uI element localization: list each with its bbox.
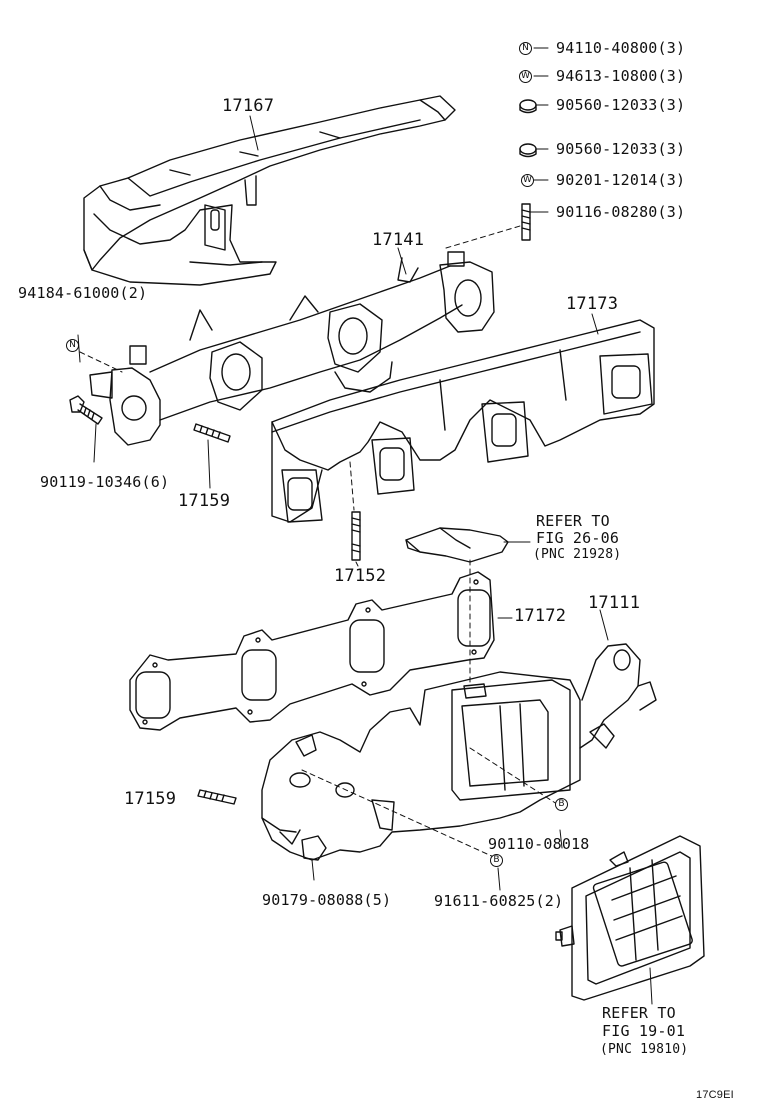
refer-2-line2: FIG 19-01	[602, 1022, 686, 1040]
legend-part-94110: 94110-40800(3)	[556, 39, 686, 57]
dashed-assembly-lines	[79, 225, 561, 859]
legend-symbol-w: W	[519, 70, 532, 83]
figure-code: 17C9EI	[696, 1089, 734, 1101]
part-label-17173: 17173	[566, 294, 619, 314]
part-label-17141: 17141	[372, 230, 425, 250]
part-label-91611: 91611-60825(2)	[434, 892, 564, 910]
stud-17152-drawing	[351, 511, 361, 561]
symbol-b-90110: B	[555, 798, 568, 811]
heat-insulator-17173-drawing	[271, 319, 655, 523]
part-label-17152: 17152	[334, 566, 387, 586]
part-label-90179: 90179-08088(5)	[262, 891, 392, 909]
legend-symbol-w2: W	[521, 174, 534, 187]
stud-90116-drawing	[521, 203, 531, 241]
stud-17159-lower-drawing	[197, 789, 237, 805]
refer-1-line3: (PNC 21928)	[533, 547, 622, 562]
part-label-17159-upper: 17159	[178, 491, 231, 511]
refer-2-line3: (PNC 19810)	[600, 1042, 689, 1057]
bracket-pnc21928-drawing	[405, 527, 509, 563]
exhaust-manifold-17141-drawing	[89, 251, 495, 446]
gasket-17172-drawing	[129, 571, 495, 731]
legend-part-90116: 90116-08280(3)	[556, 203, 686, 221]
heat-insulator-17167-drawing	[83, 95, 456, 286]
refer-2-line1: REFER TO	[602, 1004, 676, 1022]
part-label-90119: 90119-10346(6)	[40, 473, 170, 491]
symbol-b-91611: B	[490, 854, 503, 867]
part-label-17172: 17172	[514, 606, 567, 626]
refer-1-line2: FIG 26-06	[536, 529, 620, 547]
refer-1-line1: REFER TO	[536, 512, 610, 530]
bolt-90119-drawing	[69, 395, 103, 425]
symbol-n-94184: N	[66, 339, 79, 352]
nut-icon-90560-a	[519, 99, 537, 111]
part-label-17111: 17111	[588, 593, 641, 613]
leader-lines	[77, 47, 653, 1005]
legend-part-90560-b: 90560-12033(3)	[556, 140, 686, 158]
stud-17159-upper-drawing	[193, 423, 231, 443]
part-label-90110: 90110-08018	[488, 835, 590, 853]
legend-part-90560-a: 90560-12033(3)	[556, 96, 686, 114]
legend-part-94613: 94613-10800(3)	[556, 67, 686, 85]
legend-part-90201: 90201-12014(3)	[556, 171, 686, 189]
component-pnc19810-drawing	[555, 835, 705, 1001]
part-label-94184: 94184-61000(2)	[18, 284, 148, 302]
nut-90179-drawing	[301, 835, 327, 861]
part-label-17159-lower: 17159	[124, 789, 177, 809]
legend-symbol-n: N	[519, 42, 532, 55]
nut-icon-90560-b	[519, 143, 537, 155]
exhaust-manifold-17111-drawing	[261, 643, 657, 861]
gasket-90110-drawing	[463, 683, 487, 699]
part-label-17167: 17167	[222, 96, 275, 116]
